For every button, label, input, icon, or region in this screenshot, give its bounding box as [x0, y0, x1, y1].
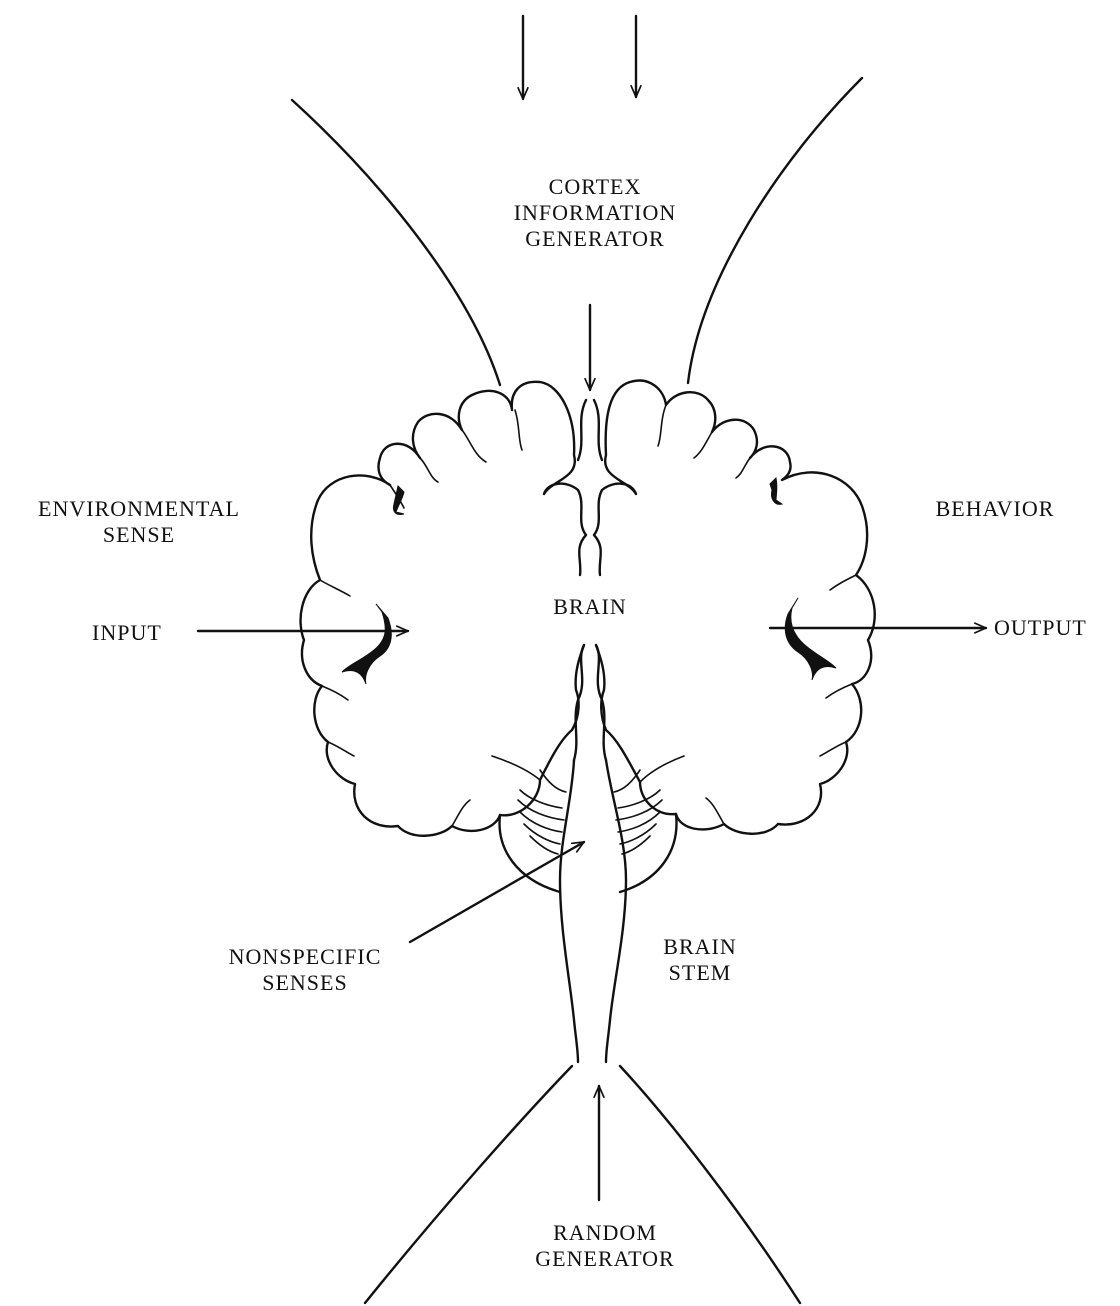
nonspecific-senses-label: NONSPECIFIC SENSES: [200, 944, 410, 996]
cerebellum-folds-left: [518, 770, 566, 854]
right-small-neuron: [770, 478, 782, 504]
right-sulcus-4: [830, 575, 856, 590]
left-small-neuron: [393, 486, 404, 515]
top-right-funnel-curve: [688, 78, 862, 383]
left-sulcus-6: [322, 686, 348, 700]
input-label: INPUT: [92, 620, 196, 646]
right-sulcus-8: [640, 756, 684, 782]
left-sulcus-7: [328, 742, 354, 756]
left-sulcus-2: [462, 430, 486, 462]
right-neuron-shape: [785, 598, 836, 680]
central-fissure-left: [578, 400, 586, 460]
left-sulcus-9: [492, 756, 540, 780]
right-sulcus-7: [706, 798, 724, 824]
right-sulcus-2: [694, 432, 712, 458]
brain-stem-left-edge: [560, 760, 578, 1062]
behavior-label: BEHAVIOR: [910, 496, 1080, 522]
brain-stem-right-edge: [606, 760, 626, 1062]
left-sulcus-5: [320, 580, 350, 596]
left-sulcus-1: [515, 410, 522, 450]
output-label: OUTPUT: [994, 615, 1118, 641]
right-sulcus-5: [826, 684, 852, 698]
cortex-information-generator-label: CORTEX INFORMATION GENERATOR: [490, 174, 700, 252]
cerebellum-outline-right: [620, 814, 677, 892]
brain-stem-label: BRAIN STEM: [640, 934, 760, 986]
left-sulcus-3: [420, 458, 438, 482]
central-fissure-right: [594, 400, 602, 460]
cerebellum-outline: [500, 815, 560, 892]
random-generator-label: RANDOM GENERATOR: [500, 1220, 710, 1272]
left-sulcus-8: [452, 800, 470, 826]
brain-label: BRAIN: [530, 594, 650, 620]
right-sulcus-6: [820, 742, 846, 756]
right-sulcus-3: [736, 458, 750, 478]
environmental-sense-label: ENVIRONMENTAL SENSE: [4, 496, 274, 548]
left-neuron-shape: [342, 604, 391, 684]
right-sulcus-1: [658, 405, 666, 446]
top-left-funnel-curve: [292, 100, 500, 385]
